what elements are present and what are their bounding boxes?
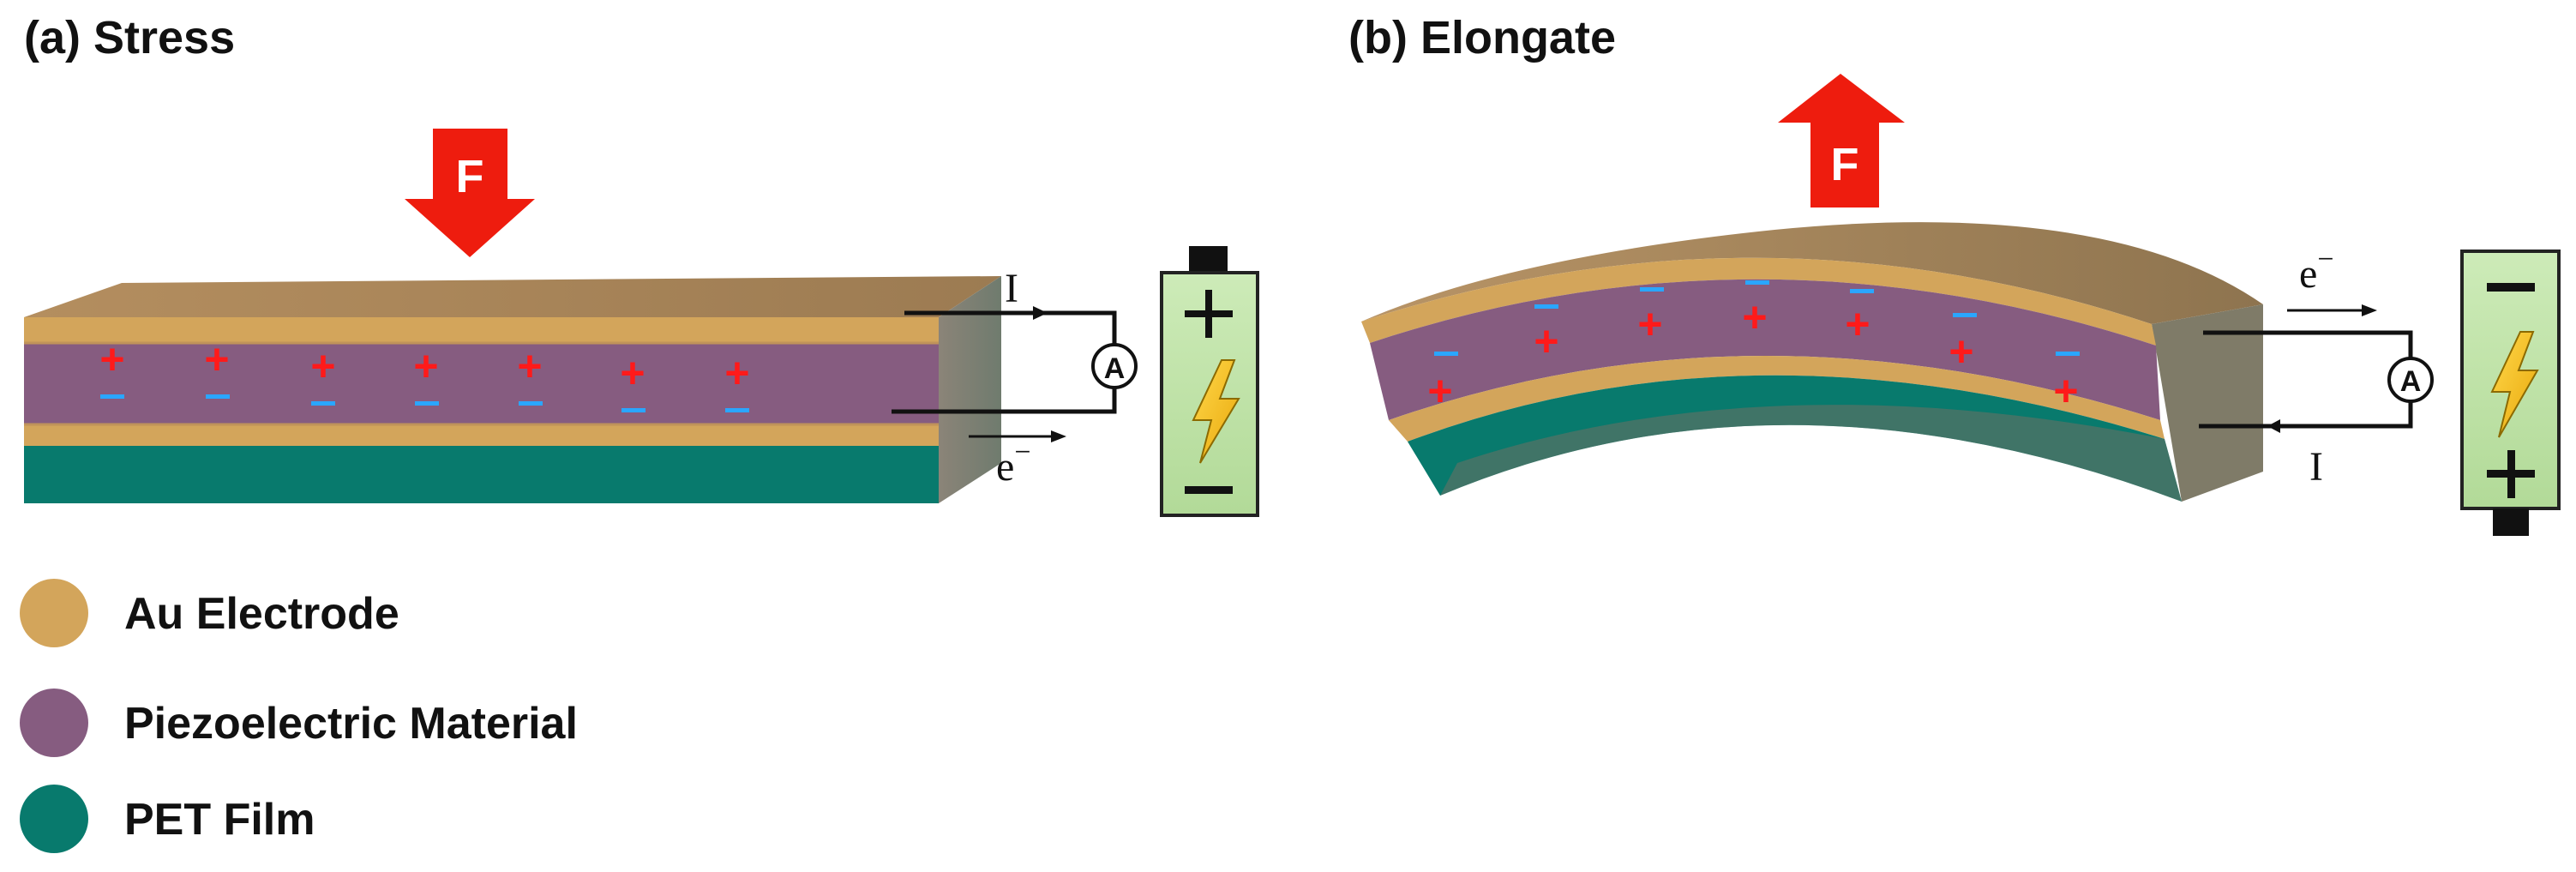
legend-item-piezo: Piezoelectric Material (20, 689, 578, 757)
legend-swatch-pet (20, 785, 88, 853)
ammeter-a (1091, 343, 1138, 389)
force-arrow-down: F (405, 129, 535, 257)
plus-charge: + (1637, 300, 1662, 348)
legend-swatch-piezo (20, 689, 88, 757)
svg-text:+: + (99, 335, 124, 383)
svg-text:+: + (2053, 367, 2078, 415)
layered-slab-bent (1361, 222, 2263, 502)
ammeter-b-label: A (2400, 365, 2422, 398)
plus-charge: + (1534, 317, 1558, 365)
circuit-a: A I e− (892, 266, 1138, 490)
plus-charge: + (724, 349, 749, 397)
battery-b-minus-sign (2487, 283, 2535, 292)
electron-flow-b: e− (2287, 244, 2377, 316)
svg-text:+: + (204, 335, 229, 383)
minus-charge (725, 408, 749, 412)
charges-a: + + + + + + + (99, 335, 750, 412)
battery-a-minus-sign (1185, 486, 1233, 494)
circuit-b: A I e− (2199, 244, 2434, 490)
legend-swatch-au (20, 579, 88, 647)
legend-item-au: Au Electrode (20, 579, 399, 647)
electron-b-label: e− (2299, 244, 2334, 297)
svg-text:+: + (620, 349, 645, 397)
plus-charge: + (620, 349, 645, 397)
charges-b: + + + + + + + (1427, 280, 2080, 415)
minus-charge (1745, 280, 1769, 285)
svg-text:+: + (724, 349, 749, 397)
svg-text:+: + (517, 342, 542, 390)
legend-item-pet: PET Film (20, 785, 315, 853)
current-a-label: I (1005, 266, 1018, 311)
force-b-label: F (1831, 139, 1859, 190)
minus-charge (2056, 352, 2080, 356)
plus-charge: + (413, 342, 438, 390)
plus-charge: + (2053, 367, 2078, 415)
plus-charge: + (1742, 293, 1767, 341)
minus-charge (1850, 289, 1874, 293)
svg-text:+: + (310, 342, 335, 390)
panel-b: (b) Elongate F (1348, 12, 2561, 536)
minus-charge (311, 401, 335, 406)
ammeter-b (2387, 357, 2434, 403)
minus-charge (1953, 313, 1977, 317)
bolt-icon (2490, 331, 2539, 438)
battery-a (1160, 246, 1259, 517)
plus-charge: + (1427, 367, 1452, 415)
legend-label-au: Au Electrode (124, 589, 399, 639)
plus-charge: + (310, 342, 335, 390)
minus-charge (100, 394, 124, 399)
svg-text:+: + (413, 342, 438, 390)
plus-charge: + (517, 342, 542, 390)
electron-a-label: e− (996, 436, 1031, 490)
plus-charge: + (99, 335, 124, 383)
svg-text:+: + (1637, 300, 1662, 348)
current-b-label: I (2309, 444, 2323, 490)
minus-charge (1640, 287, 1664, 292)
minus-charge (621, 408, 646, 412)
svg-text:+: + (1845, 300, 1870, 348)
battery-b (2460, 250, 2561, 536)
panel-a-title: (a) Stress (24, 12, 235, 63)
force-a-label: F (456, 151, 484, 202)
legend: Au Electrode Piezoelectric Material PET … (20, 579, 578, 853)
bolt-icon (1192, 359, 1240, 464)
plus-charge: + (1845, 300, 1870, 348)
minus-charge (415, 401, 439, 406)
svg-text:+: + (1534, 317, 1558, 365)
panel-b-title: (b) Elongate (1348, 12, 1616, 63)
layered-slab-flat (24, 276, 1001, 503)
electron-flow-a: e− (969, 430, 1066, 490)
legend-label-piezo: Piezoelectric Material (124, 699, 578, 749)
svg-text:+: + (1427, 367, 1452, 415)
force-arrow-up: F (1778, 74, 1905, 207)
minus-charge (1534, 304, 1558, 309)
plus-charge: + (204, 335, 229, 383)
minus-charge (1434, 352, 1458, 356)
minus-charge (519, 401, 543, 406)
svg-text:+: + (1742, 293, 1767, 341)
svg-text:+: + (1949, 328, 1973, 376)
legend-label-pet: PET Film (124, 795, 315, 845)
ammeter-a-label: A (1104, 352, 1126, 385)
panel-a: (a) Stress F + + + + + + + (24, 12, 1259, 517)
plus-charge: + (1949, 328, 1973, 376)
minus-charge (206, 394, 230, 399)
